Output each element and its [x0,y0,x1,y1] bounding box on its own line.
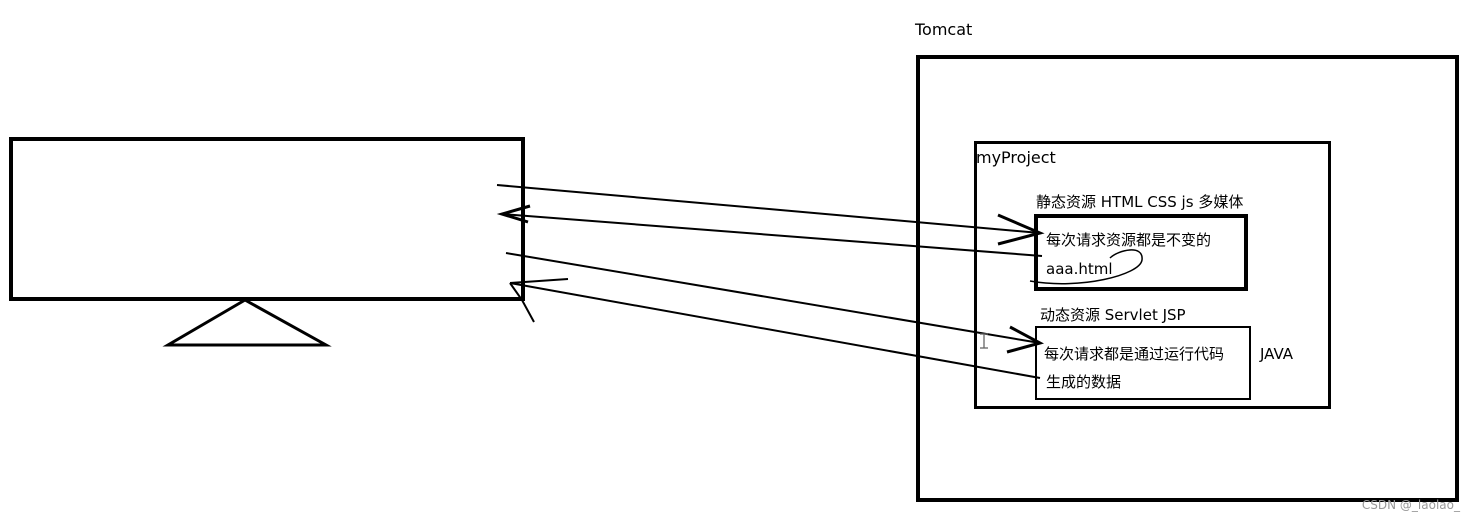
dynamic-resources-box [1035,326,1251,400]
tomcat-container [916,55,1459,502]
dynamic-resources-header: 动态资源 Servlet JSP [1040,306,1186,324]
project-label: myProject [976,148,1056,167]
response-dynamic-arrowhead-tail [509,282,535,323]
project-container [974,141,1331,409]
request-dynamic-arrow [505,252,1041,344]
dynamic-resources-line2: 生成的数据 [1046,373,1122,391]
static-resources-line1: 每次请求资源都是不变的 [1046,231,1212,249]
response-dynamic-arrowhead-top [509,278,569,284]
tomcat-label: Tomcat [915,20,973,39]
static-resources-line2: aaa.html [1046,260,1113,278]
request-dynamic-arrowhead [1006,325,1045,354]
static-resources-header: 静态资源 HTML CSS js 多媒体 [1036,193,1244,211]
csdn-watermark: CSDN @_laolao_ [1361,498,1460,512]
text-cursor-icon [980,333,988,349]
aaa-underline-swirl [1029,249,1143,285]
monitor-stand [162,298,332,347]
response-static-arrowhead [496,204,531,224]
response-static-arrow [501,213,1043,257]
response-dynamic-arrow [509,282,1041,379]
request-static-arrow [496,184,1041,234]
dynamic-resources-line1: 每次请求都是通过运行代码 [1044,345,1225,363]
request-static-arrowhead [997,213,1045,246]
java-label: JAVA [1260,345,1294,363]
static-resources-box [1034,214,1248,291]
